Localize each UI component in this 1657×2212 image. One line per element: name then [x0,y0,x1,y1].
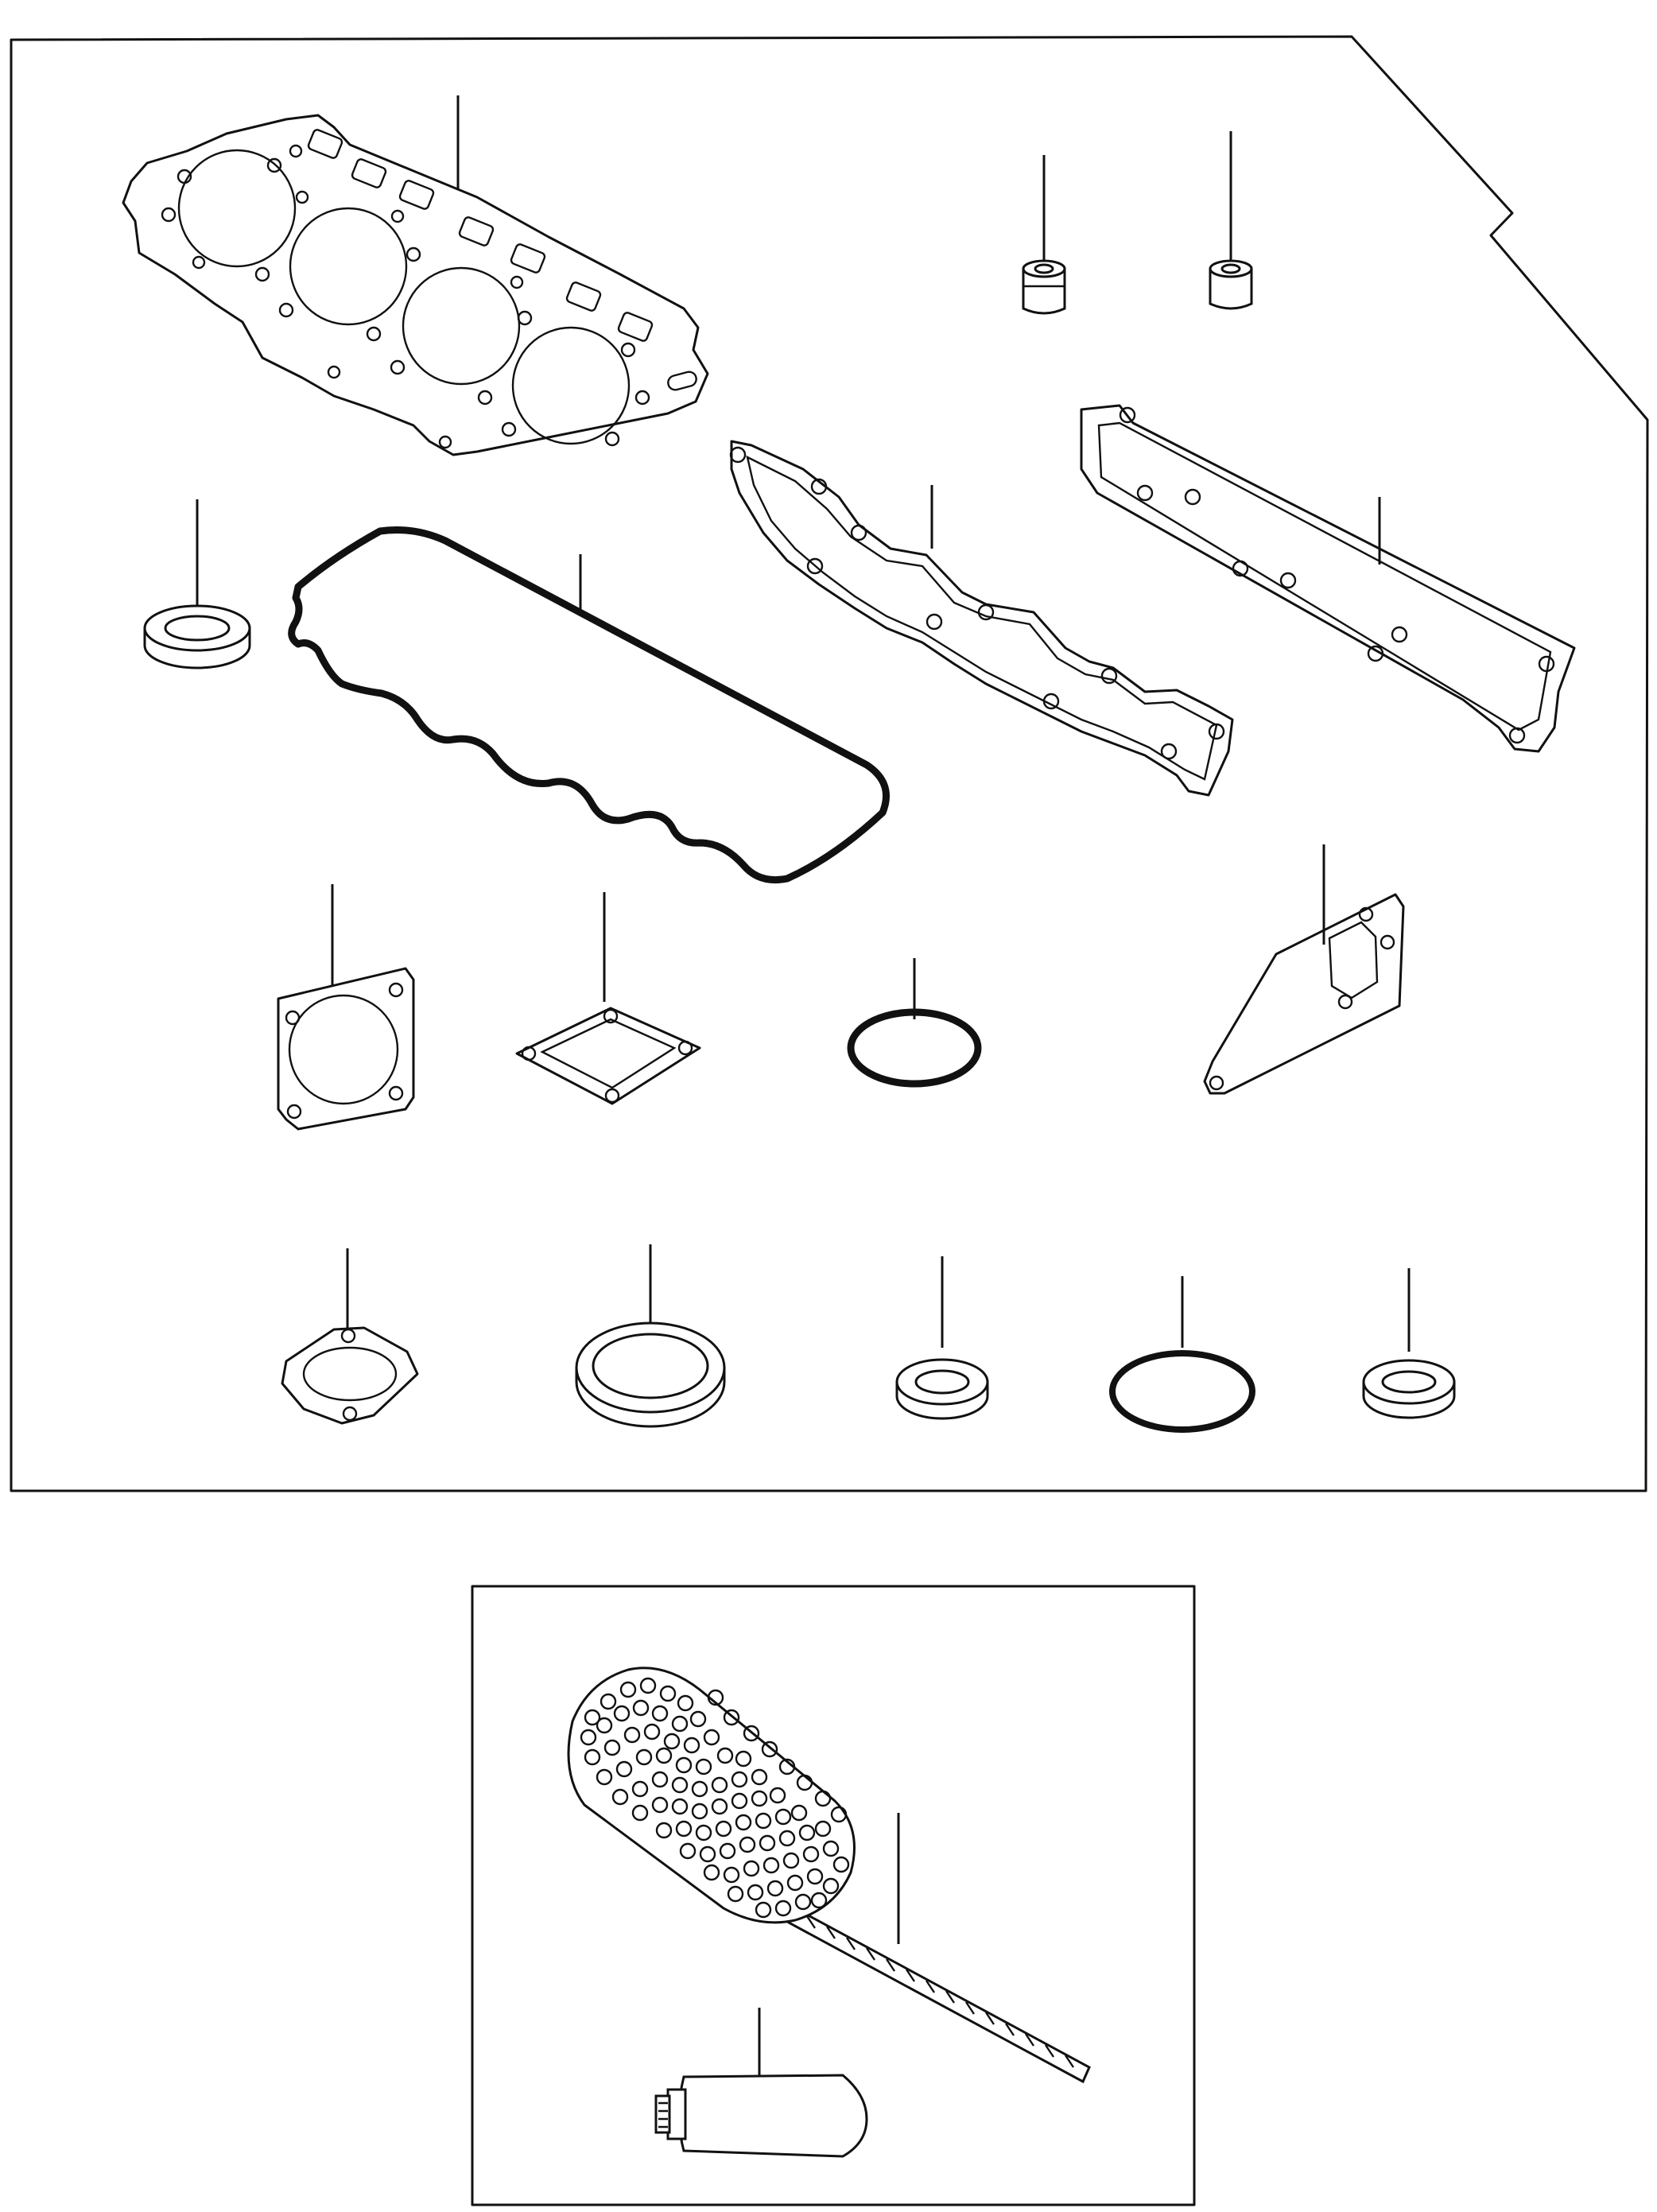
gasket-kit-panel-border [10,35,1649,1492]
o-ring-2 [1109,1276,1255,1433]
sealing-washer-1 [143,499,251,669]
flat-ring-gasket [575,1244,726,1428]
exhaust-manifold-gasket [1080,404,1576,753]
wire-brush [567,1667,1091,2084]
thermostat-gasket [277,884,415,1131]
o-ring-1 [847,958,982,1088]
valve-stem-seal [1022,155,1066,315]
rocker-cover-gasket [288,526,890,884]
valve-stem-seal-2 [1209,131,1253,310]
sealing-washer-3 [1362,1268,1456,1419]
water-pump-gasket [515,892,701,1105]
decarbon-kit-panel-border [471,1585,1196,2206]
cylinder-head-gasket [122,95,709,456]
sealant-tube [654,2008,868,2158]
intake-manifold-gasket [729,440,1234,797]
oil-cooler-gasket [1203,844,1405,1095]
outlet-gasket [281,1248,419,1425]
sealing-washer-2 [895,1256,989,1420]
